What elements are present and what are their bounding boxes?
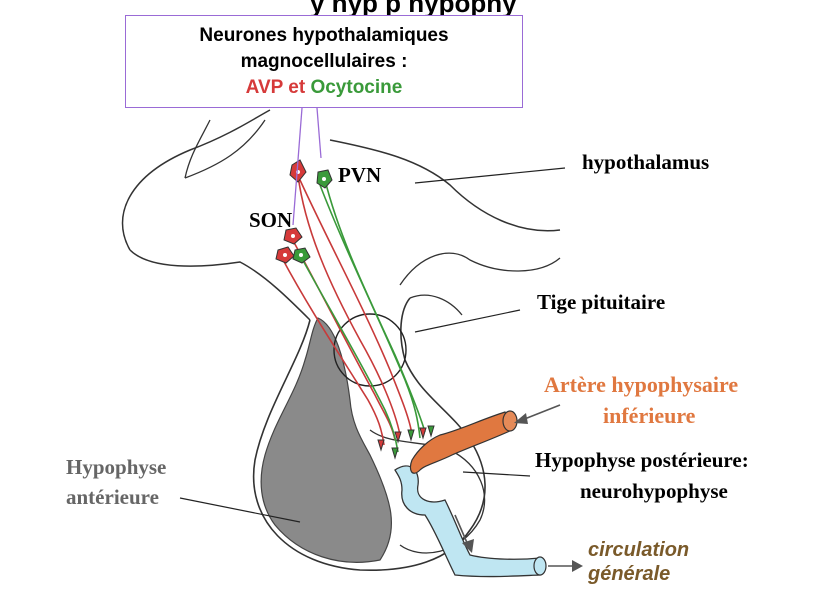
- posterior-lobe-outline: [369, 429, 486, 554]
- et-label: et: [288, 77, 306, 98]
- leader-hypothalamus: [414, 167, 566, 184]
- posterieure-label-1: Hypophyse postérieure:: [535, 448, 749, 472]
- hypothalamus-outline-inner: [184, 119, 266, 179]
- leader-tige: [414, 309, 521, 333]
- anterieure-label-2: antérieure: [66, 485, 159, 509]
- ocytocine-label: Ocytocine: [310, 77, 403, 98]
- stalk-right-edge: [409, 294, 463, 316]
- brain-contour-left: [129, 249, 311, 321]
- box-line-2: magnocellulaires :: [240, 51, 408, 72]
- circulation-label-2: générale: [588, 563, 671, 585]
- son-label: SON: [249, 208, 293, 232]
- anterieure-label-1: Hypophyse: [66, 455, 167, 479]
- circulation-arrow: [548, 560, 583, 572]
- brain-contour-top: [329, 139, 561, 232]
- anterior-pituitary: [260, 317, 392, 563]
- artery-end: [502, 410, 518, 432]
- leader-anterieure: [179, 497, 301, 523]
- terminals: [377, 425, 435, 460]
- vein-portal: [394, 465, 541, 578]
- artere-label-1: Artère hypophysaire: [544, 372, 739, 397]
- axons-ocytocine: [299, 179, 426, 453]
- vein-end: [533, 556, 547, 576]
- circulation-label-1: circulation: [588, 539, 690, 561]
- hypothalamus-outline: [121, 109, 271, 251]
- posterieure-label-2: neurohypophyse: [580, 479, 728, 503]
- box-line-3: AVP et Ocytocine: [126, 75, 522, 101]
- hypothalamus-outline-2: [184, 119, 211, 179]
- artery: [409, 411, 513, 474]
- leader-posterieure: [462, 471, 531, 477]
- box-line-1: Neurones hypothalamiques: [199, 25, 449, 46]
- connector-son: [292, 107, 303, 226]
- tige-label: Tige pituitaire: [537, 290, 666, 314]
- avp-label: AVP: [245, 77, 283, 98]
- artere-label-2: inférieure: [603, 403, 696, 428]
- vein-flow-arrow: [454, 514, 474, 553]
- artery-arrow: [514, 404, 561, 424]
- hypothalamus-label: hypothalamus: [582, 150, 710, 174]
- pvn-label: PVN: [338, 163, 382, 187]
- clipped-title: y hyp p hypophy: [310, 0, 517, 18]
- brain-contour-right: [399, 252, 561, 286]
- connector-pvn: [316, 107, 322, 159]
- neuron-type-box: Neurones hypothalamiques magnocellulaire…: [125, 15, 523, 108]
